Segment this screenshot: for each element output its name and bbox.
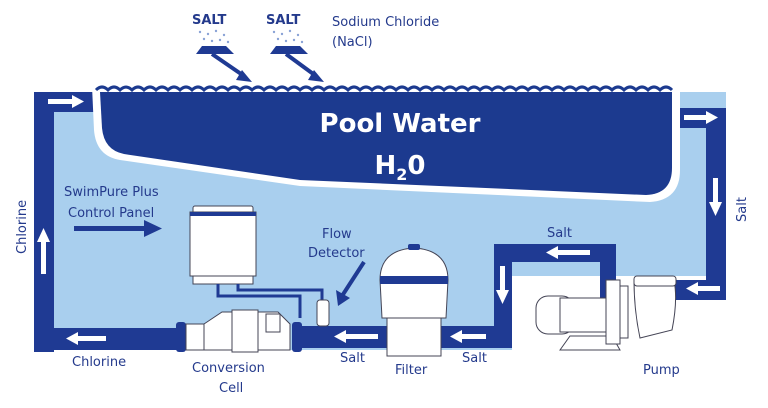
arrow-right-icon	[48, 95, 84, 108]
salt-top-label: Salt	[547, 226, 572, 241]
pump-label: Pump	[643, 363, 680, 378]
pool-water: Pool Water H20	[92, 85, 680, 202]
arrow-up-icon	[37, 228, 50, 274]
arrow-left-icon	[334, 330, 378, 343]
arrow-down-right-icon	[236, 70, 252, 82]
pool-title: Pool Water	[320, 109, 481, 139]
salt-bag-1: SALT	[192, 13, 252, 82]
chlorine-left-label: Chlorine	[15, 200, 30, 254]
filter	[379, 244, 449, 357]
arrow-down-icon	[709, 178, 722, 216]
flow-arrows	[37, 95, 722, 345]
filter-label: Filter	[395, 363, 428, 378]
pump	[535, 275, 677, 351]
conversion-cell-label-line2: Cell	[219, 381, 243, 396]
salt-right-label: Salt	[735, 197, 750, 222]
salt-filter-label: Salt	[462, 351, 487, 366]
flow-detector	[316, 299, 330, 327]
control-panel-label-line2: Control Panel	[68, 206, 154, 221]
salt-caption-line1: Sodium Chloride	[332, 15, 439, 30]
svg-text:SALT: SALT	[192, 13, 227, 28]
control-panel	[189, 205, 324, 318]
arrow-left-icon	[66, 332, 106, 345]
control-panel-label-line1: SwimPure Plus	[64, 185, 159, 200]
arrow-left-icon	[546, 246, 590, 259]
control-panel-arrow-icon	[74, 220, 162, 237]
conversion-cell-label-line1: Conversion	[192, 361, 265, 376]
arrow-left-icon	[686, 282, 720, 295]
arrow-down-right-icon	[308, 70, 324, 82]
salt-caption-line2: (NaCl)	[332, 35, 373, 50]
arrow-left-icon	[450, 330, 486, 343]
flow-detector-label-line1: Flow	[322, 227, 352, 242]
salt-bag-2: SALT	[266, 13, 324, 82]
conversion-cell	[176, 309, 302, 353]
svg-text:SALT: SALT	[266, 13, 301, 28]
arrow-right-icon	[684, 111, 718, 124]
flow-detector-arrow-icon	[340, 260, 366, 298]
salt-cell-label: Salt	[340, 351, 365, 366]
pool-formula: H20	[375, 151, 426, 184]
flow-detector-label-line2: Detector	[308, 246, 365, 261]
chlorine-bottom-label: Chlorine	[72, 355, 126, 370]
arrow-down-icon	[496, 266, 509, 304]
